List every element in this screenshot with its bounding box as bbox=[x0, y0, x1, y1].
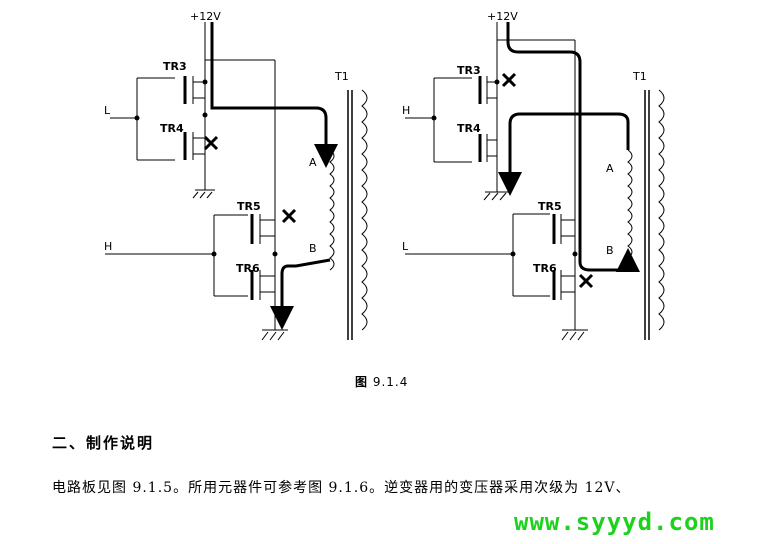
left-tr4-label: TR4 bbox=[160, 122, 184, 135]
right-tr6-label: TR6 bbox=[533, 262, 557, 275]
right-return-path bbox=[498, 112, 630, 196]
circuit-diagram: +12V L H TR3 TR4 TR5 TR6 T1 A B bbox=[104, 10, 665, 341]
right-transformer-label: T1 bbox=[632, 70, 647, 83]
left-input-bottom-label: H bbox=[104, 240, 112, 253]
right-node-b: B bbox=[606, 244, 614, 257]
right-input-bottom-label: L bbox=[402, 240, 409, 253]
left-circuit bbox=[105, 22, 368, 341]
left-return-path bbox=[270, 258, 331, 330]
left-supply-label: +12V bbox=[190, 10, 221, 23]
left-tr3-label: TR3 bbox=[163, 60, 187, 73]
left-input-top-label: L bbox=[104, 104, 111, 117]
right-circuit bbox=[405, 22, 665, 341]
figure-caption: 图 9.1.4 bbox=[355, 373, 408, 390]
left-transformer-label: T1 bbox=[334, 70, 349, 83]
left-node-b: B bbox=[309, 242, 317, 255]
right-supply-label: +12V bbox=[487, 10, 518, 23]
body-paragraph: 电路板见图 9.1.5。所用元器件可参考图 9.1.6。逆变器用的变压器采用次级… bbox=[52, 480, 631, 496]
watermark: www.syyyd.com bbox=[514, 508, 715, 536]
left-node-a: A bbox=[309, 156, 317, 169]
right-tr4-label: TR4 bbox=[457, 122, 481, 135]
right-input-top-label: H bbox=[402, 104, 410, 117]
left-off-marks bbox=[203, 135, 297, 224]
right-off-marks bbox=[501, 72, 594, 289]
left-tr5-label: TR5 bbox=[237, 200, 261, 213]
figure-caption-prefix: 图 bbox=[355, 375, 369, 389]
right-tr5-label: TR5 bbox=[538, 200, 562, 213]
left-tr6-label: TR6 bbox=[236, 262, 260, 275]
section-heading: 二、制作说明 bbox=[52, 434, 155, 452]
left-current-path bbox=[210, 22, 338, 168]
right-current-path bbox=[506, 22, 640, 273]
right-node-a: A bbox=[606, 162, 614, 175]
right-tr3-label: TR3 bbox=[457, 64, 481, 77]
figure-caption-number: 9.1.4 bbox=[372, 375, 409, 389]
